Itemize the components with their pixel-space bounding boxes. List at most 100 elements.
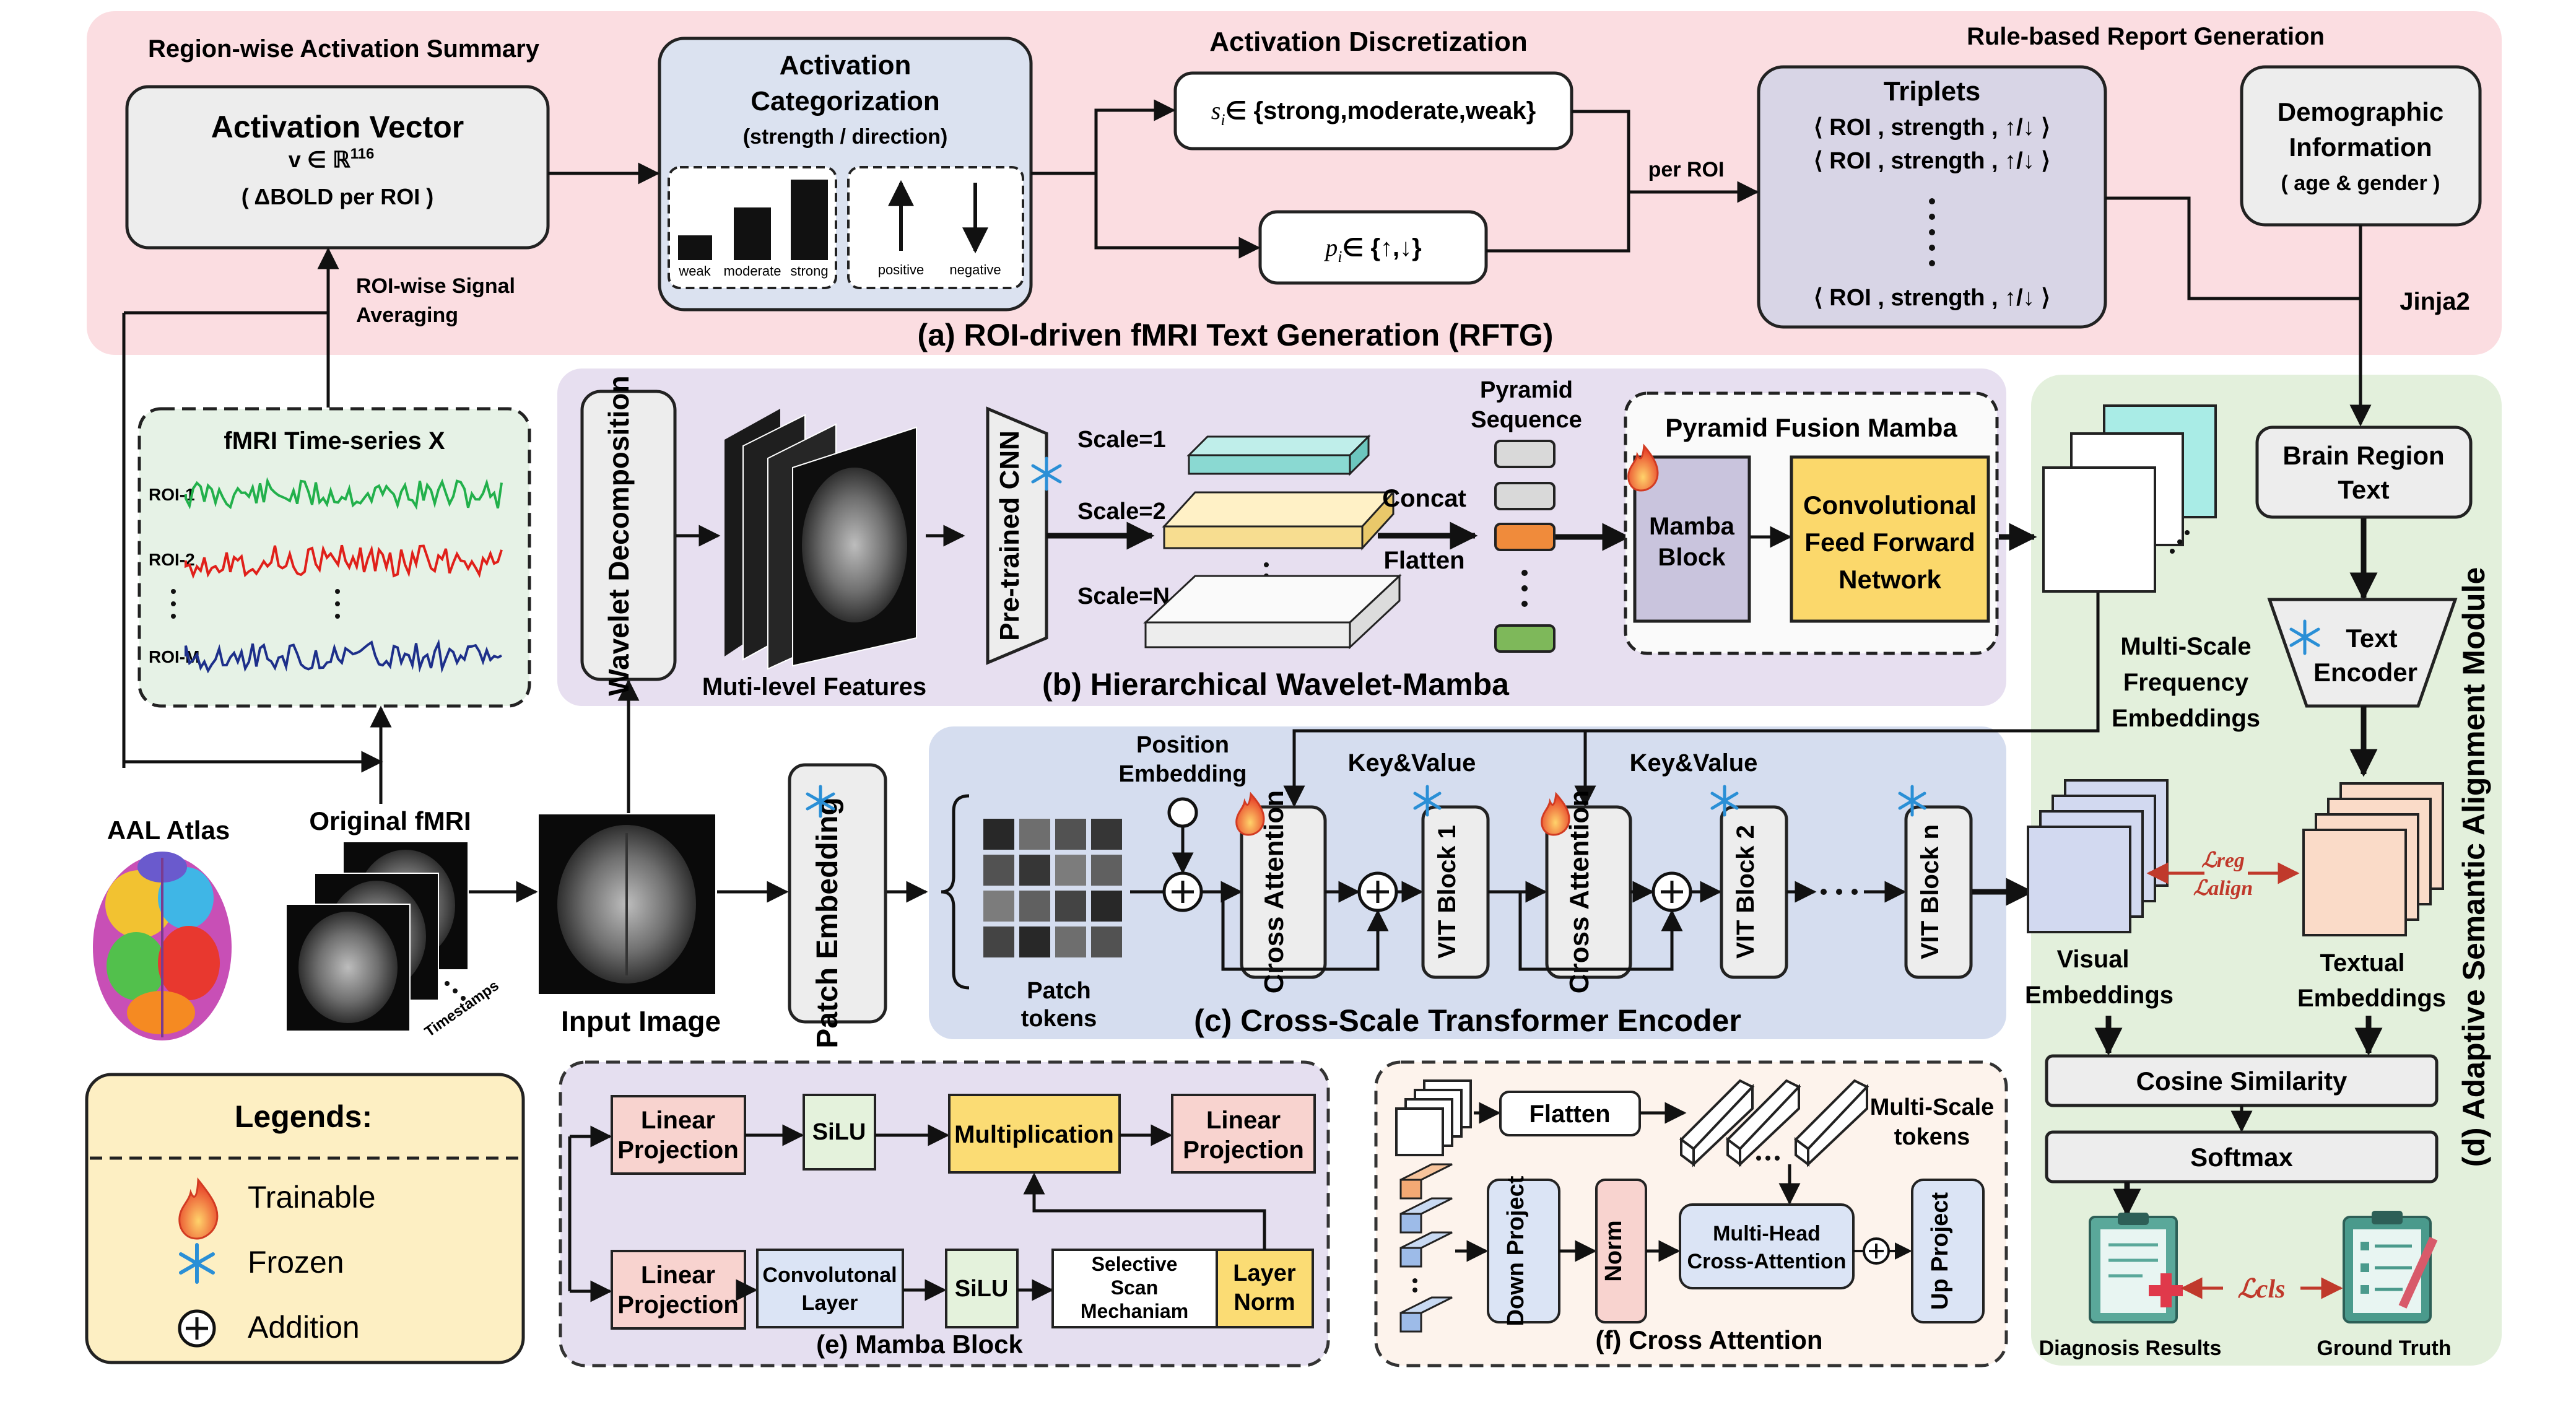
token-brace xyxy=(941,794,970,990)
cffn-label-1: Convolutional xyxy=(1803,490,1977,520)
patch-token xyxy=(1055,819,1086,850)
cffn-label-2: Feed Forward xyxy=(1804,528,1975,557)
mamba-norm-box xyxy=(1216,1249,1314,1328)
msfe-label-2: Frequency xyxy=(2123,669,2249,696)
vit1-frozen-icon xyxy=(1413,785,1442,817)
patch-token xyxy=(983,926,1014,957)
cffn-label-3: Network xyxy=(1838,565,1941,594)
ca-norm: Norm xyxy=(1601,1220,1627,1281)
categorization-title-2: Categorization xyxy=(751,86,940,116)
rftg-caption: (a) ROI-driven fMRI Text Generation (RFT… xyxy=(918,318,1554,352)
scale-1-slab xyxy=(1186,434,1371,476)
ca-feature-stack xyxy=(1395,1079,1472,1156)
legend-snowflake-icon xyxy=(179,1243,215,1284)
arrow-cat-to-dir xyxy=(1094,173,1261,259)
legend-title: Legends: xyxy=(235,1099,372,1134)
diagnosis-label: Diagnosis Results xyxy=(2039,1336,2222,1360)
bar-moderate xyxy=(734,207,771,260)
ca-add-icon xyxy=(1863,1237,1890,1265)
pyramid-token-n xyxy=(1494,624,1556,653)
brain-text-2: Text xyxy=(2338,475,2389,504)
mamba-conv-2: Layer xyxy=(802,1291,858,1315)
mamba-ssm-2: Scan xyxy=(1111,1276,1158,1299)
add-icon-3 xyxy=(1651,871,1692,912)
mamba-ssm-box xyxy=(1051,1249,1218,1328)
ca-flatten: Flatten xyxy=(1529,1101,1610,1128)
bar-label-weak: weak xyxy=(678,263,711,279)
dir-label-negative: negative xyxy=(949,262,1001,277)
mamba-ssm-1: Selective xyxy=(1092,1253,1178,1275)
patch-embedding-label: Patch Embedding xyxy=(811,797,844,1048)
cosine-label: Cosine Similarity xyxy=(2136,1066,2348,1096)
timestamp-dots xyxy=(445,981,466,1001)
vit2-frozen-icon xyxy=(1710,785,1739,817)
cffn-box xyxy=(1790,455,1990,623)
mamba-lin1-1: Linear xyxy=(641,1107,715,1134)
arrow-cat-to-disc xyxy=(1031,99,1176,175)
scale-2-slab xyxy=(1162,490,1396,551)
mamba-lin1-box xyxy=(611,1095,746,1175)
pyramid-label-2: Sequence xyxy=(1471,407,1582,433)
mamba-linout-box xyxy=(1171,1094,1316,1174)
ca2-trainable-icon xyxy=(1541,791,1570,836)
hwm-caption: (b) Hierarchical Wavelet-Mamba xyxy=(1042,667,1510,702)
msfe-stack xyxy=(2042,404,2217,593)
ground-truth-icon xyxy=(2343,1211,2438,1323)
patch-token xyxy=(983,891,1014,922)
patch-token xyxy=(1091,926,1122,957)
vit-1-label: VIT Block 1 xyxy=(1434,825,1461,959)
triplet-ellipsis xyxy=(1929,198,1935,266)
position-label-1: Position xyxy=(1136,732,1229,758)
legend-fire-icon xyxy=(178,1177,219,1240)
skip-2 xyxy=(1518,892,1683,971)
patch-token xyxy=(1019,891,1050,922)
ca-multiscale-tokens xyxy=(1679,1079,1869,1167)
wavelet-box xyxy=(580,390,677,681)
triplet-1: ⟨ ROI , strength , ↑/↓ ⟩ xyxy=(1814,115,2050,141)
mamba-block-label-1: Mamba xyxy=(1649,513,1735,540)
flatten-label: Flatten xyxy=(1383,547,1464,574)
bar-weak xyxy=(678,235,712,260)
textual-label-2: Embeddings xyxy=(2297,985,2446,1012)
patch-embedding-box xyxy=(788,763,887,1024)
ca1-trainable-icon xyxy=(1235,791,1265,836)
pyramid-token-3 xyxy=(1494,523,1556,551)
legend-panel xyxy=(85,1073,525,1364)
mamba-caption: (e) Mamba Block xyxy=(816,1330,1023,1359)
vit-n-label: VIT Block n xyxy=(1917,824,1944,959)
align-title: (d) Adaptive Semantic Alignment Module xyxy=(2456,567,2491,1167)
activation-vector-title: Activation Vector xyxy=(211,110,464,144)
demographic-1: Demographic xyxy=(2278,97,2443,126)
mamba-linout-1: Linear xyxy=(1206,1107,1281,1134)
strength-set: si∈ {strong,moderate,weak} xyxy=(1211,97,1536,129)
pyramid-token-2 xyxy=(1494,482,1556,510)
patch-token xyxy=(1019,926,1050,957)
categorization-sub: (strength / direction) xyxy=(743,125,948,149)
msfe-label-3: Embeddings xyxy=(2112,705,2260,732)
patch-token xyxy=(1091,855,1122,886)
msfe-label-1: Multi-Scale xyxy=(2120,633,2251,660)
textual-embeddings-stack xyxy=(2302,782,2444,936)
kv-label-1: Key&Value xyxy=(1348,749,1476,777)
position-node xyxy=(1167,797,1198,828)
text-encoder-box xyxy=(2267,598,2458,708)
discretization-title: Activation Discretization xyxy=(1209,27,1527,57)
loss-align: ℒalign xyxy=(2193,877,2253,900)
legend-trainable: Trainable xyxy=(248,1180,376,1214)
roi-signal-1 xyxy=(185,477,503,510)
bar-strong xyxy=(791,180,828,260)
roi-label-m: ROI-M xyxy=(149,647,199,666)
roi-signal-m xyxy=(185,639,502,674)
roi-signal-label-2: Averaging xyxy=(356,303,458,327)
pyramid-label-1: Pyramid xyxy=(1480,377,1573,403)
mamba-mult: Multiplication xyxy=(954,1121,1114,1148)
concat-label: Concat xyxy=(1382,485,1466,512)
legend-frozen: Frozen xyxy=(248,1245,344,1280)
legend-add-icon xyxy=(178,1309,216,1348)
position-label-2: Embedding xyxy=(1119,761,1247,787)
patch-token xyxy=(1055,855,1086,886)
mamba-block-label-2: Block xyxy=(1658,544,1726,571)
encoder-frozen-icon xyxy=(2289,619,2320,655)
patch-tokens-label-1: Patch xyxy=(1027,978,1090,1004)
